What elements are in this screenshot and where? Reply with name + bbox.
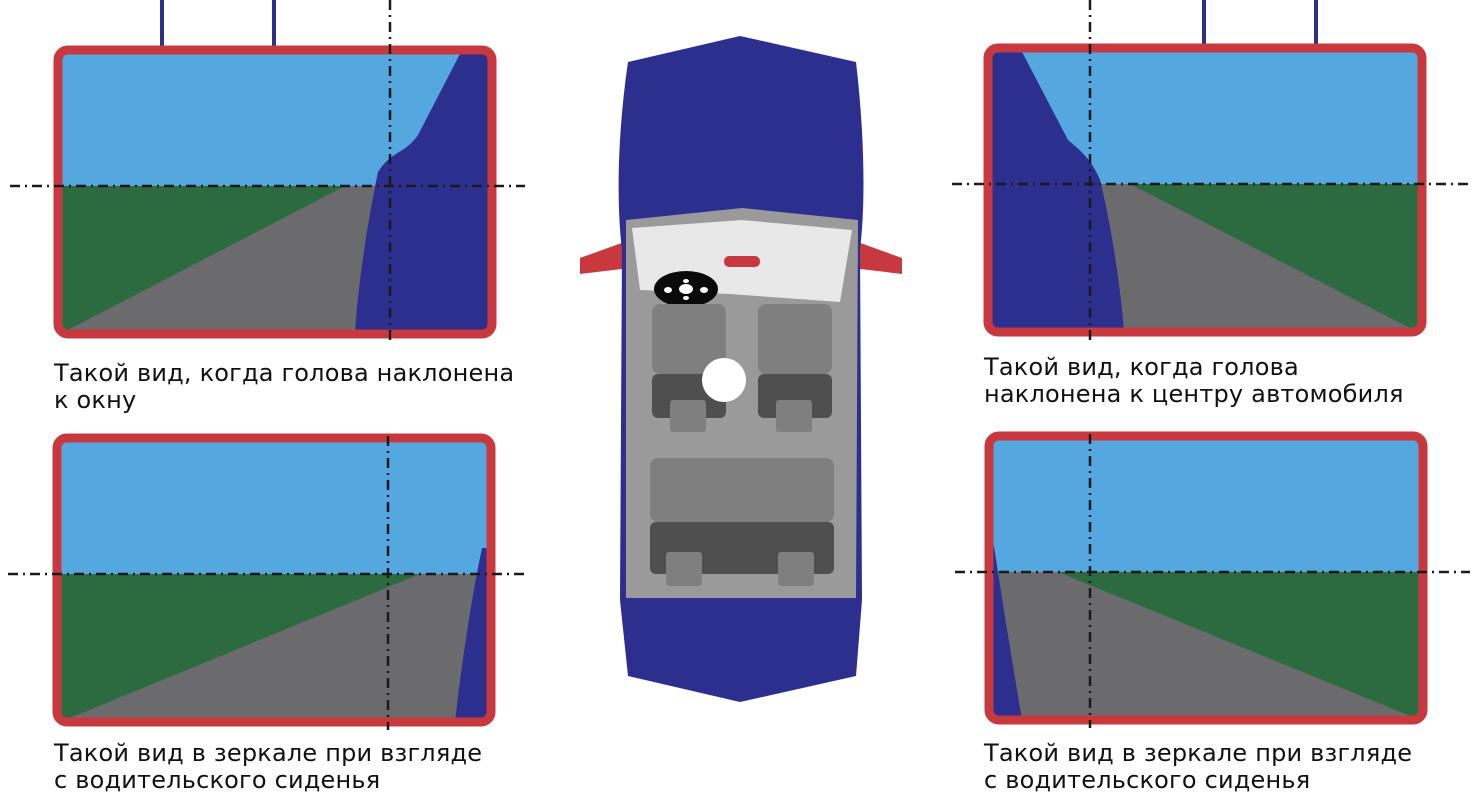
rear-seat-headrest-right	[778, 552, 814, 586]
mirror-view-top-left	[10, 0, 525, 342]
mirror-view-bottom-left	[8, 433, 525, 730]
left-side-mirror	[580, 240, 630, 274]
mirror-frame	[984, 431, 1428, 725]
caption-bottom-left: Такой вид в зеркале при взгляде с водите…	[54, 740, 482, 794]
caption-bottom-right: Такой вид в зеркале при взгляде с водите…	[984, 740, 1412, 794]
road	[989, 572, 1420, 720]
front-seat-left-back	[652, 304, 726, 374]
steering-wheel-icon	[654, 271, 718, 307]
car-side-reflection	[988, 48, 1124, 332]
caption-line: к окну	[54, 386, 137, 414]
front-seat-left-headrest	[670, 400, 706, 432]
car-side-reflection	[989, 546, 1022, 720]
caption-top-left: Такой вид, когда голова наклонена к окну	[54, 360, 514, 414]
road	[60, 574, 491, 722]
mirror-frame	[52, 433, 496, 727]
car-top-view-icon	[580, 36, 902, 702]
car-side-reflection	[355, 50, 492, 334]
caption-line: с водительского сиденья	[54, 766, 381, 794]
caption-line: наклонена к центру автомобиля	[984, 380, 1404, 408]
car-side-reflection	[455, 548, 491, 722]
mirror-frame	[983, 43, 1427, 337]
sky	[989, 436, 1423, 572]
driver-head-icon	[702, 358, 746, 402]
caption-line: Такой вид в зеркале при взгляде	[54, 739, 483, 767]
caption-line: Такой вид в зеркале при взгляде	[984, 739, 1413, 767]
caption-line: Такой вид, когда голова наклонена	[54, 359, 515, 387]
right-side-mirror	[852, 240, 902, 274]
rear-seat-back	[650, 458, 834, 522]
rear-seat-headrest-left	[666, 552, 702, 586]
mirror-view-top-right	[952, 0, 1470, 340]
caption-line: Такой вид, когда голова	[984, 353, 1299, 381]
dashboard-indicator	[724, 256, 760, 267]
caption-line: с водительского сиденья	[984, 766, 1311, 794]
front-seat-right-headrest	[776, 400, 812, 432]
caption-top-right: Такой вид, когда голова наклонена к цент…	[984, 354, 1404, 408]
mirror-view-bottom-right	[955, 431, 1470, 728]
front-seat-right-back	[758, 304, 832, 374]
sky	[57, 438, 491, 574]
mirror-frame	[53, 45, 497, 339]
